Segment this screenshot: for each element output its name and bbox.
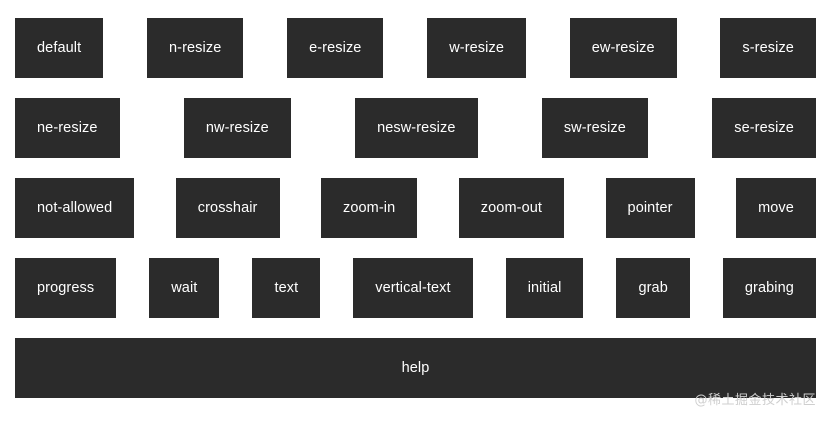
cursor-tile-w-resize[interactable]: w-resize bbox=[427, 18, 526, 78]
cursor-tile-se-resize[interactable]: se-resize bbox=[712, 98, 816, 158]
cursor-row-5: help bbox=[15, 338, 816, 398]
cursor-row-3: not-allowed crosshair zoom-in zoom-out p… bbox=[15, 178, 816, 238]
cursor-tile-default[interactable]: default bbox=[15, 18, 104, 78]
cursor-row-1: default n-resize e-resize w-resize ew-re… bbox=[15, 18, 816, 78]
cursor-tile-zoom-in[interactable]: zoom-in bbox=[321, 178, 418, 238]
cursor-demo-board: default n-resize e-resize w-resize ew-re… bbox=[15, 18, 816, 398]
cursor-tile-s-resize[interactable]: s-resize bbox=[720, 18, 816, 78]
cursor-tile-help[interactable]: help bbox=[15, 338, 816, 398]
watermark: @稀土掘金技术社区 bbox=[694, 393, 816, 408]
cursor-tile-e-resize[interactable]: e-resize bbox=[287, 18, 384, 78]
cursor-tile-vertical-text[interactable]: vertical-text bbox=[353, 258, 473, 318]
cursor-tile-not-allowed[interactable]: not-allowed bbox=[15, 178, 135, 238]
cursor-tile-pointer[interactable]: pointer bbox=[605, 178, 695, 238]
cursor-tile-move[interactable]: move bbox=[736, 178, 816, 238]
cursor-tile-nesw-resize[interactable]: nesw-resize bbox=[355, 98, 478, 158]
cursor-tile-wait[interactable]: wait bbox=[149, 258, 220, 318]
cursor-tile-sw-resize[interactable]: sw-resize bbox=[541, 98, 648, 158]
cursor-tile-initial[interactable]: initial bbox=[505, 258, 584, 318]
cursor-tile-nw-resize[interactable]: nw-resize bbox=[183, 98, 291, 158]
cursor-tile-progress[interactable]: progress bbox=[15, 258, 117, 318]
cursor-tile-grabing[interactable]: grabing bbox=[722, 258, 816, 318]
cursor-row-2: ne-resize nw-resize nesw-resize sw-resiz… bbox=[15, 98, 816, 158]
cursor-row-4: progress wait text vertical-text initial… bbox=[15, 258, 816, 318]
cursor-tile-zoom-out[interactable]: zoom-out bbox=[458, 178, 565, 238]
cursor-tile-n-resize[interactable]: n-resize bbox=[146, 18, 244, 78]
cursor-tile-text[interactable]: text bbox=[252, 258, 321, 318]
cursor-tile-crosshair[interactable]: crosshair bbox=[175, 178, 280, 238]
cursor-tile-ew-resize[interactable]: ew-resize bbox=[569, 18, 677, 78]
cursor-tile-ne-resize[interactable]: ne-resize bbox=[15, 98, 120, 158]
cursor-tile-grab[interactable]: grab bbox=[616, 258, 690, 318]
